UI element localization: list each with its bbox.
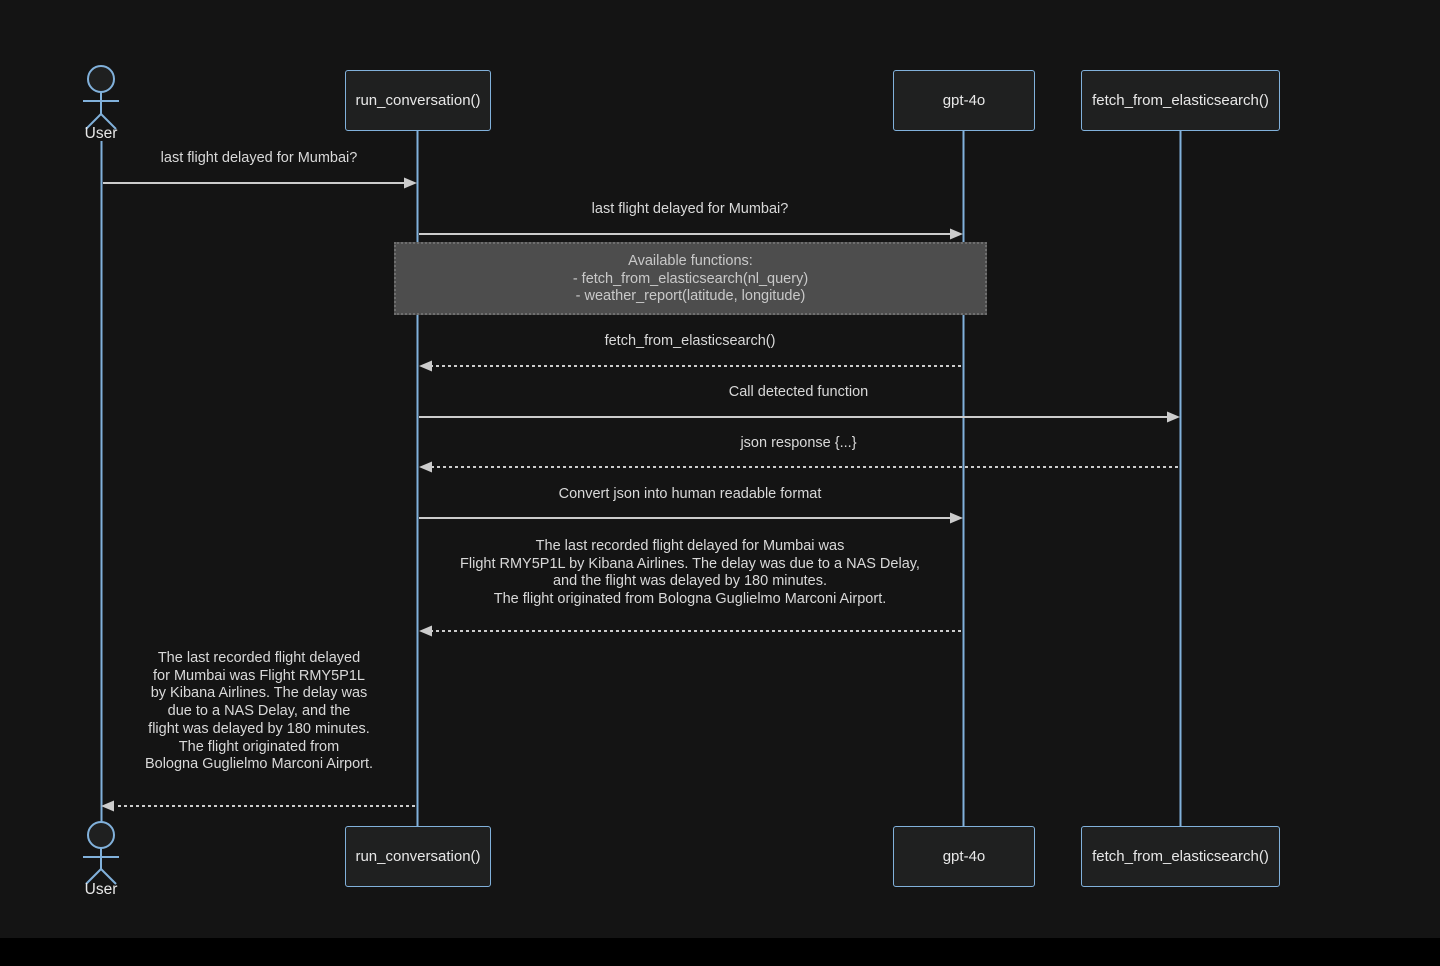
- message-label-1: last flight delayed for Mumbai?: [160, 150, 358, 166]
- actor-label-user-top: User: [84, 125, 118, 142]
- bottom-black-strip: [0, 938, 1440, 966]
- participant-label: gpt-4o: [942, 848, 986, 865]
- message-label-2: last flight delayed for Mumbai?: [591, 201, 789, 217]
- participant-label: fetch_from_elasticsearch(): [1092, 848, 1269, 865]
- message-label-5: json response {...}: [740, 435, 857, 451]
- participant-label: gpt-4o: [942, 92, 986, 109]
- participant-fetch-elasticsearch-top: fetch_from_elasticsearch(): [1081, 70, 1280, 131]
- participant-gpt-4o-bottom: gpt-4o: [893, 826, 1035, 887]
- message-label-8: The last recorded flight delayed for Mum…: [144, 650, 374, 773]
- actor-label-user-bottom: User: [84, 881, 118, 898]
- participant-label: run_conversation(): [355, 848, 481, 865]
- user-actor-figure-top: [83, 65, 119, 130]
- user-actor-figure-bottom: [83, 821, 119, 885]
- participant-fetch-elasticsearch-bottom: fetch_from_elasticsearch(): [1081, 826, 1280, 887]
- note-available-functions: Available functions: - fetch_from_elasti…: [394, 242, 987, 315]
- participant-gpt-4o-top: gpt-4o: [893, 70, 1035, 131]
- participant-run-conversation-top: run_conversation(): [345, 70, 491, 131]
- message-label-7: The last recorded flight delayed for Mum…: [460, 538, 920, 607]
- participant-label: fetch_from_elasticsearch(): [1092, 92, 1269, 109]
- message-label-4: Call detected function: [728, 384, 869, 400]
- participant-label: run_conversation(): [355, 92, 481, 109]
- message-label-6: Convert json into human readable format: [558, 486, 822, 502]
- participant-run-conversation-bottom: run_conversation(): [345, 826, 491, 887]
- message-label-3: fetch_from_elasticsearch(): [604, 333, 776, 349]
- message-arrows: > run_conversation() --> > run_conversat…: [101, 177, 1180, 812]
